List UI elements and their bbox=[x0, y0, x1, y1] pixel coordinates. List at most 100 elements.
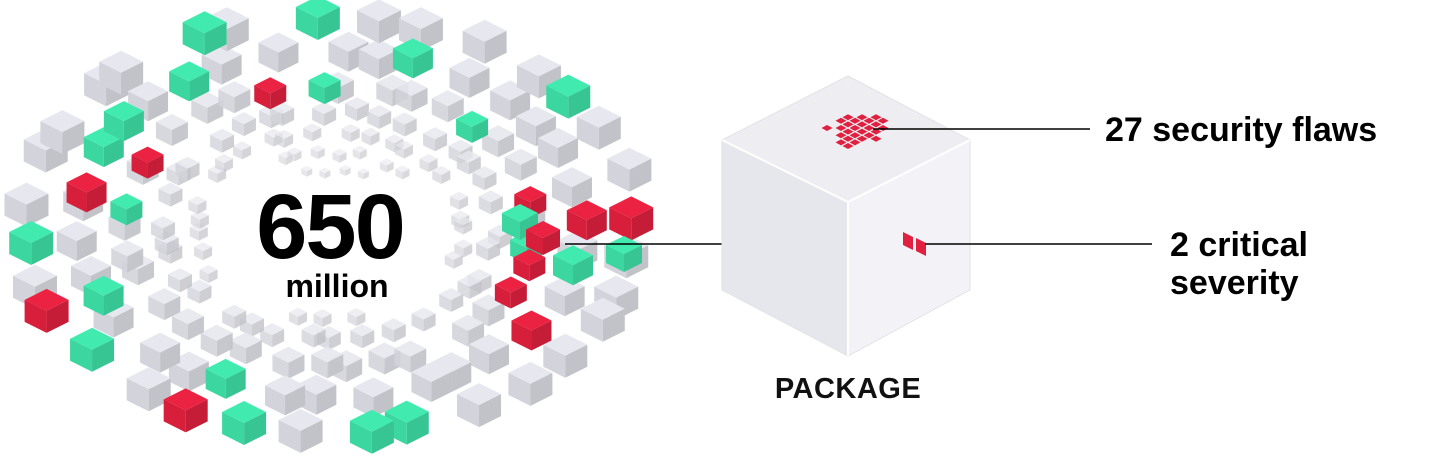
neutral-cube bbox=[4, 182, 49, 227]
neutral-cube bbox=[504, 148, 537, 181]
flaw-mark bbox=[849, 132, 861, 139]
critical-mark bbox=[916, 238, 926, 256]
neutral-cube bbox=[319, 167, 331, 179]
flaw-mark bbox=[870, 121, 882, 128]
neutral-cube bbox=[312, 101, 337, 126]
neutral-cube bbox=[229, 332, 262, 365]
neutral-cube bbox=[607, 147, 652, 192]
vulnerable-cube bbox=[513, 249, 546, 282]
neutral-cube bbox=[361, 127, 380, 146]
neutral-cube bbox=[289, 307, 308, 326]
neutral-cube bbox=[260, 323, 285, 348]
neutral-cube bbox=[148, 288, 181, 321]
flaw-mark bbox=[821, 125, 833, 131]
neutral-cube bbox=[457, 383, 502, 428]
safe-cube bbox=[392, 38, 433, 79]
neutral-cube bbox=[454, 239, 473, 258]
neutral-cube bbox=[140, 332, 181, 373]
neutral-cube bbox=[265, 375, 306, 416]
flaw-mark bbox=[870, 135, 882, 142]
safe-cube bbox=[83, 275, 124, 316]
flaw-mark bbox=[863, 117, 875, 124]
neutral-cube bbox=[158, 182, 183, 207]
safe-cube bbox=[308, 72, 341, 105]
neutral-cube bbox=[311, 346, 344, 379]
neutral-cube bbox=[395, 165, 410, 180]
safe-cube bbox=[169, 61, 210, 102]
neutral-cube bbox=[332, 148, 347, 163]
neutral-cube bbox=[258, 32, 299, 73]
critical-callout-line2: severity bbox=[1170, 264, 1299, 302]
flaw-mark bbox=[842, 121, 854, 128]
neutral-cube bbox=[450, 191, 469, 210]
cluster-number: 650 bbox=[256, 176, 404, 278]
neutral-cube bbox=[200, 324, 233, 357]
vulnerable-cube bbox=[566, 200, 607, 241]
neutral-cube bbox=[155, 113, 188, 146]
neutral-cube bbox=[233, 141, 252, 160]
neutral-cube bbox=[419, 154, 438, 173]
flaw-mark bbox=[849, 125, 861, 131]
neutral-cube bbox=[395, 79, 428, 112]
neutral-cube bbox=[368, 342, 401, 375]
neutral-cube bbox=[444, 250, 463, 269]
neutral-cube bbox=[350, 324, 375, 349]
neutral-cube bbox=[215, 154, 234, 173]
flaw-mark bbox=[835, 117, 847, 124]
neutral-cube bbox=[275, 129, 294, 148]
safe-cube bbox=[205, 358, 246, 399]
safe-cube bbox=[606, 236, 642, 272]
flaws-callout: 27 security flaws bbox=[1105, 111, 1377, 149]
neutral-cube bbox=[189, 222, 208, 241]
neutral-cube bbox=[287, 147, 302, 162]
neutral-cube bbox=[449, 57, 490, 98]
neutral-cube bbox=[543, 333, 588, 378]
neutral-cube bbox=[278, 408, 323, 453]
flaw-mark bbox=[842, 143, 854, 149]
neutral-cube bbox=[151, 216, 176, 241]
neutral-cube bbox=[367, 104, 392, 129]
vulnerable-cube bbox=[511, 310, 552, 351]
safe-cube bbox=[103, 101, 144, 142]
neutral-cube bbox=[381, 318, 406, 343]
safe-cube bbox=[182, 11, 227, 56]
neutral-cube bbox=[56, 221, 97, 262]
vulnerable-cube bbox=[254, 77, 287, 110]
neutral-cube bbox=[111, 240, 144, 273]
cube-cluster-icon bbox=[4, 0, 654, 454]
neutral-cube bbox=[301, 165, 313, 177]
vulnerable-cube bbox=[24, 288, 69, 333]
neutral-cube bbox=[508, 361, 553, 406]
flaw-mark bbox=[835, 132, 847, 139]
neutral-cube bbox=[341, 123, 360, 142]
flaw-mark bbox=[863, 132, 875, 139]
cluster-unit: million bbox=[285, 268, 388, 304]
critical-mark bbox=[903, 232, 913, 250]
neutral-cube bbox=[394, 140, 413, 159]
flaw-mark bbox=[849, 117, 861, 124]
neutral-cube bbox=[310, 145, 325, 160]
neutral-cube bbox=[394, 340, 427, 373]
neutral-cube bbox=[303, 123, 322, 142]
flaw-mark bbox=[863, 125, 875, 131]
neutral-cube bbox=[301, 323, 326, 348]
safe-cube bbox=[456, 110, 489, 143]
neutral-cube bbox=[439, 288, 464, 313]
safe-cube bbox=[295, 0, 340, 40]
neutral-cube bbox=[40, 110, 85, 155]
neutral-cube bbox=[431, 90, 464, 123]
flaw-mark bbox=[835, 125, 847, 131]
flaw-mark bbox=[842, 114, 854, 121]
neutral-cube bbox=[187, 279, 212, 304]
safe-cube bbox=[222, 400, 267, 445]
safe-cube bbox=[9, 220, 54, 265]
critical-callout-line1: 2 critical bbox=[1170, 226, 1308, 264]
flaw-mark bbox=[842, 135, 854, 142]
neutral-cube bbox=[296, 374, 337, 415]
neutral-cube bbox=[462, 19, 507, 64]
safe-cube bbox=[110, 193, 143, 226]
vulnerable-cube bbox=[494, 276, 527, 309]
neutral-cube bbox=[411, 307, 436, 332]
neutral-cube bbox=[411, 362, 452, 403]
